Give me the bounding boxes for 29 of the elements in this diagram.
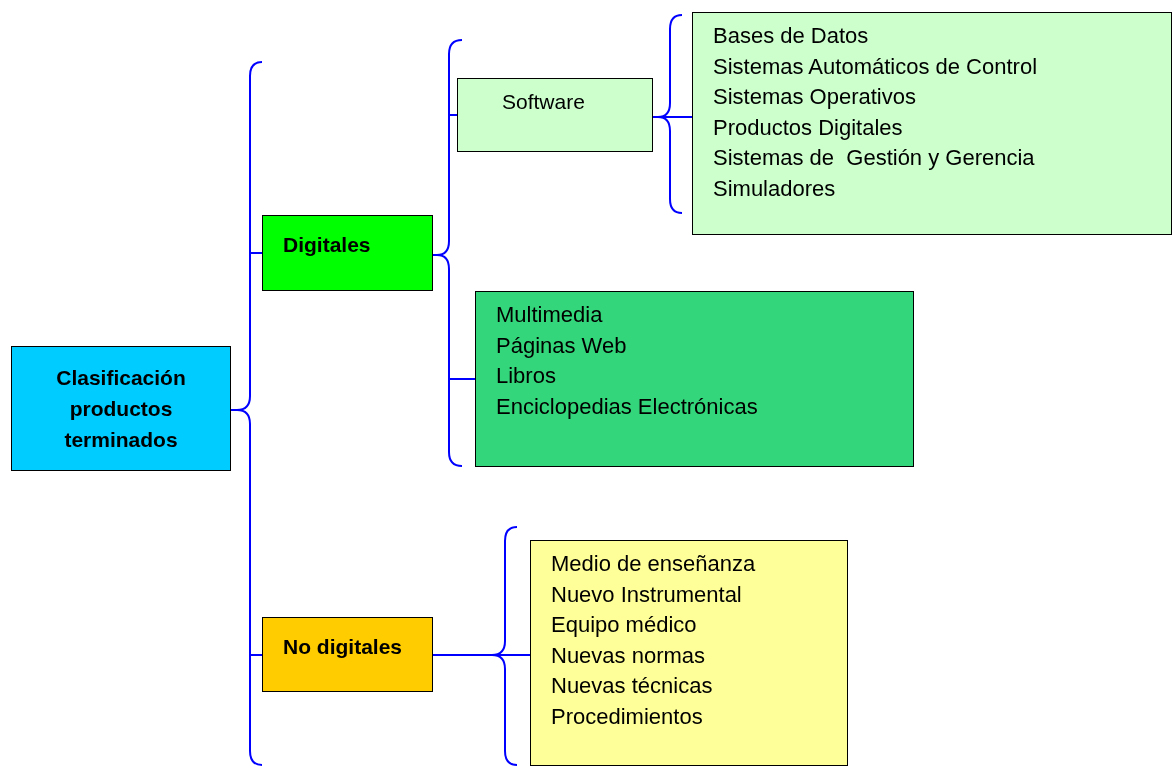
list-item: Bases de Datos bbox=[713, 22, 870, 50]
list-box bbox=[475, 291, 914, 467]
list-item: Nuevas técnicas bbox=[551, 672, 714, 700]
root-box bbox=[11, 346, 231, 471]
list-item: Productos Digitales bbox=[713, 113, 904, 142]
list-item: Procedimientos bbox=[551, 702, 704, 731]
category-box bbox=[262, 215, 433, 291]
category-box bbox=[457, 78, 653, 152]
list-item: Simuladores bbox=[713, 174, 837, 203]
list-item: Sistemas Operativos bbox=[713, 83, 917, 111]
list-item: Multimedia bbox=[496, 301, 604, 329]
list-item: Nuevo Instrumental bbox=[551, 580, 743, 609]
list-item: Libros bbox=[496, 362, 557, 390]
list-item: Páginas Web bbox=[496, 331, 628, 360]
category-box bbox=[262, 617, 433, 692]
node-label: No digitales bbox=[283, 634, 404, 660]
list-box bbox=[530, 540, 848, 766]
list-item: Enciclopedias Electrónicas bbox=[496, 392, 759, 421]
curly-brace bbox=[652, 14, 693, 214]
list-item: Sistemas de Gestión y Gerencia bbox=[713, 144, 1036, 172]
list-item: Equipo médico bbox=[551, 611, 698, 639]
curly-brace bbox=[432, 526, 531, 766]
list-item: Nuevas normas bbox=[551, 641, 707, 670]
node-label: Clasificación productos terminados bbox=[55, 365, 187, 453]
list-item: Sistemas Automáticos de Control bbox=[713, 52, 1039, 81]
list-box bbox=[692, 12, 1172, 235]
list-item: Medio de enseñanza bbox=[551, 550, 757, 578]
node-label: Software bbox=[502, 89, 586, 115]
node-label: Digitales bbox=[283, 232, 372, 258]
